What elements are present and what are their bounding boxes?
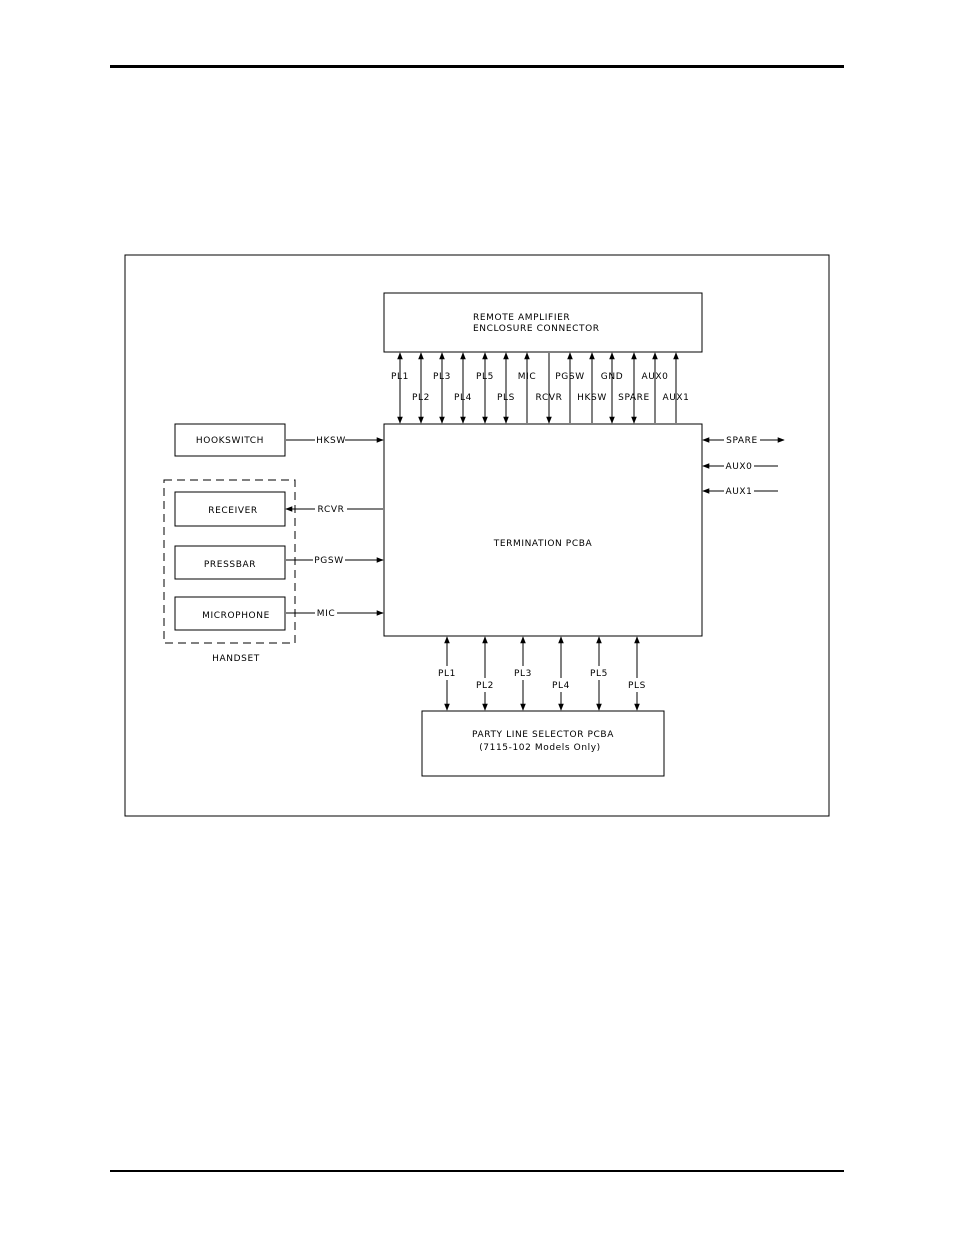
- microphone-label: MICROPHONE: [202, 611, 270, 621]
- top-label-pgsw: PGSW: [555, 372, 584, 382]
- top-label-aux1: AUX1: [662, 393, 689, 403]
- top-label-pl4: PL4: [454, 393, 472, 403]
- receiver-block: RECEIVER: [174, 491, 286, 527]
- remote-amplifier-block: REMOTE AMPLIFIER ENCLOSURE CONNECTOR: [383, 292, 703, 353]
- bottom-label-pls: PLS: [628, 681, 646, 691]
- top-label-aux0: AUX0: [641, 372, 668, 382]
- pressbar-block: PRESSBAR: [174, 545, 286, 580]
- top-label-pl3: PL3: [433, 372, 451, 382]
- microphone-block: MICROPHONE: [174, 596, 286, 631]
- top-label-pl5: PL5: [476, 372, 494, 382]
- bottom-label-pl2: PL2: [476, 681, 494, 691]
- top-label-pl2: PL2: [412, 393, 430, 403]
- bottom-bus: PL1 PL3 PL5 PL2 PL4 PLS: [436, 636, 648, 711]
- right-connections: SPARE AUX0 AUX1: [702, 434, 785, 497]
- party-line-label-2: (7115-102 Models Only): [479, 743, 601, 753]
- bottom-label-pl4: PL4: [552, 681, 570, 691]
- party-line-label-1: PARTY LINE SELECTOR PCBA: [472, 730, 614, 740]
- remote-amplifier-label-1: REMOTE AMPLIFIER: [473, 313, 570, 323]
- termination-pcba-block: TERMINATION PCBA: [383, 423, 703, 637]
- right-label-aux1: AUX1: [725, 487, 752, 497]
- termination-pcba-label: TERMINATION PCBA: [493, 539, 593, 549]
- top-label-spare: SPARE: [618, 393, 650, 403]
- top-label-pls: PLS: [497, 393, 515, 403]
- right-label-spare: SPARE: [726, 436, 758, 446]
- left-label-mic: MIC: [317, 609, 336, 619]
- left-label-pgsw: PGSW: [314, 556, 343, 566]
- top-label-rcvr: RCVR: [536, 393, 563, 403]
- top-bus: [397, 352, 679, 424]
- bottom-label-pl5: PL5: [590, 669, 608, 679]
- top-rule: [110, 65, 844, 68]
- top-signal-labels: PL1 PL3 PL5 MIC PGSW GND AUX0 PL2 PL4 PL…: [391, 372, 689, 403]
- bottom-rule: [110, 1170, 844, 1172]
- top-label-mic: MIC: [518, 372, 537, 382]
- left-connections: HKSW RCVR PGSW MIC: [285, 434, 384, 619]
- handset-group: [163, 479, 296, 644]
- left-label-hksw: HKSW: [316, 436, 346, 446]
- receiver-label: RECEIVER: [208, 506, 257, 516]
- hookswitch-label: HOOKSWITCH: [196, 436, 264, 446]
- handset-label: HANDSET: [212, 654, 260, 664]
- remote-amplifier-label-2: ENCLOSURE CONNECTOR: [473, 324, 600, 334]
- bottom-label-pl1: PL1: [438, 669, 456, 679]
- right-label-aux0: AUX0: [725, 462, 752, 472]
- diagram-frame: [124, 254, 830, 817]
- pressbar-label: PRESSBAR: [204, 560, 256, 570]
- top-label-gnd: GND: [601, 372, 623, 382]
- top-label-hksw: HKSW: [577, 393, 607, 403]
- left-label-rcvr: RCVR: [318, 505, 345, 515]
- bottom-label-pl3: PL3: [514, 669, 532, 679]
- party-line-selector-block: PARTY LINE SELECTOR PCBA (7115-102 Model…: [421, 710, 665, 777]
- hookswitch-block: HOOKSWITCH: [174, 423, 286, 457]
- top-label-pl1: PL1: [391, 372, 409, 382]
